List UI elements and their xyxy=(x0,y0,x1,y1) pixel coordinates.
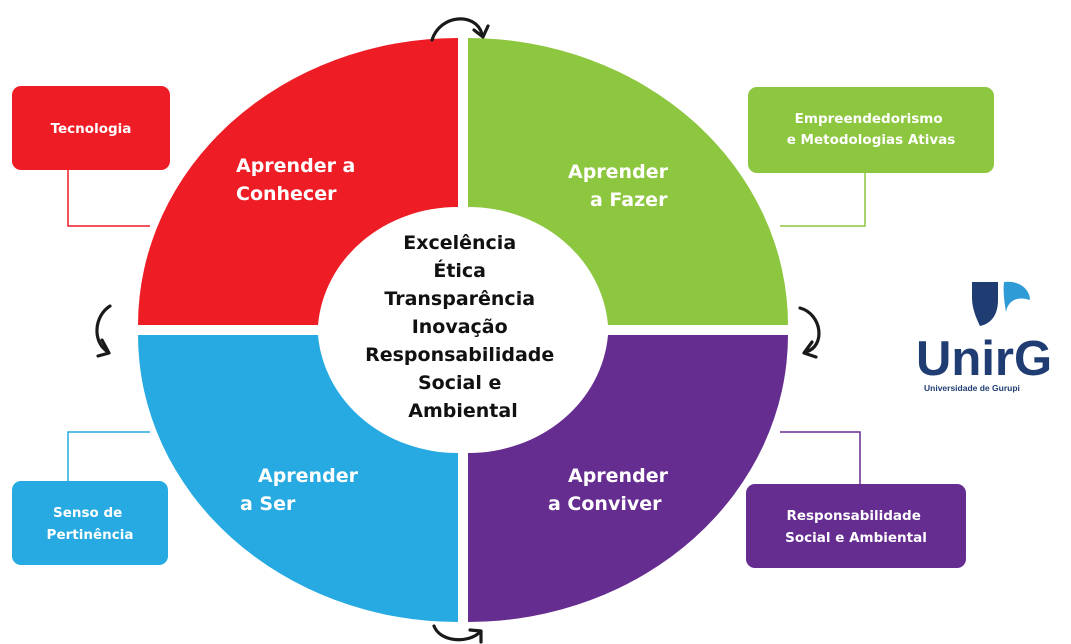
cycle-arrows xyxy=(95,17,821,644)
label-aprender-a-conhecer: Aprender a Conhecer xyxy=(236,155,362,205)
quadrant-aprender-a-conviver xyxy=(468,335,788,622)
arrow-left-icon xyxy=(95,304,112,358)
logo-wordmark: UnirG xyxy=(916,332,1052,386)
logo-emblem-icon xyxy=(972,281,1030,326)
ring xyxy=(138,38,788,622)
connector-senso xyxy=(67,431,150,481)
connector-tecnologia xyxy=(67,168,150,227)
connector-empreendedorismo xyxy=(780,172,866,227)
box-responsabilidade-social: Responsabilidade Social e Ambiental xyxy=(746,484,966,568)
logo-subtitle: Universidade de Gurupi xyxy=(924,383,1020,393)
unirg-logo: UnirG Universidade de Gurupi xyxy=(916,281,1052,393)
svg-text:Empreendedorismo e Metod: Empreendedorismo e Metodologias Ativas xyxy=(787,111,956,148)
svg-text:Senso de Pertinência: Senso de Pertinência xyxy=(47,505,134,543)
svg-text:Tecnologia: Tecnologia xyxy=(51,121,132,137)
connector-responsabilidade xyxy=(780,431,861,484)
box-empreendedorismo: Empreendedorismo e Metodologias Ativas xyxy=(748,87,994,173)
connector-lines xyxy=(67,168,866,484)
quadrant-aprender-a-ser xyxy=(138,335,458,622)
quadrant-aprender-a-conhecer xyxy=(138,38,458,325)
box-senso-de-pertinencia: Senso de Pertinência xyxy=(12,481,168,565)
arrow-right-icon xyxy=(798,306,821,359)
box-tecnologia: Tecnologia xyxy=(12,86,170,170)
quadrant-aprender-a-fazer xyxy=(468,38,788,325)
arrow-top-icon xyxy=(430,17,490,42)
arrow-bottom-icon xyxy=(432,624,483,644)
label-aprender-a-conviver: Aprender a Conviver xyxy=(548,465,675,515)
center-values: Excelência Ética Transparência Inovação … xyxy=(365,232,561,422)
label-aprender-a-ser: Aprender a Ser xyxy=(240,465,365,515)
label-aprender-a-fazer: Aprender a Fazer xyxy=(568,161,675,211)
svg-text:Responsabilidade Social: Responsabilidade Social e Ambiental xyxy=(785,508,927,546)
